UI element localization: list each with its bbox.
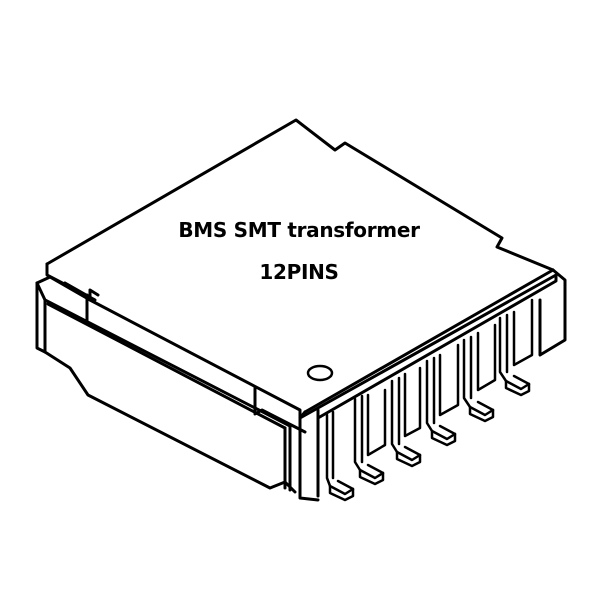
front-edge: [298, 268, 567, 498]
pin-count-label: 12PINS: [259, 260, 339, 284]
pin-6: [498, 298, 534, 397]
pin1-marker-icon: [306, 364, 334, 382]
pin-3: [390, 366, 422, 468]
part-title: BMS SMT transformer: [178, 218, 420, 242]
pin-4: [425, 343, 460, 447]
pins: [325, 298, 534, 502]
pin-1: [325, 410, 355, 502]
pin-5: [462, 323, 497, 423]
left-end-cap: [35, 275, 320, 502]
pin-2: [353, 388, 387, 486]
